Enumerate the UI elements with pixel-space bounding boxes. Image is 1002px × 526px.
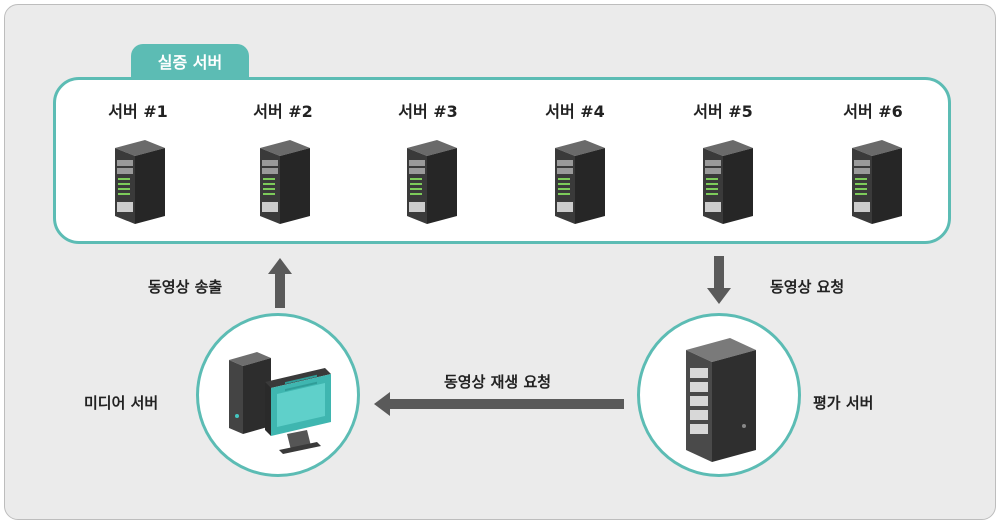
arrow-down-request: [707, 256, 731, 304]
group-title-tab: 실증 서버: [131, 44, 249, 78]
server-rack-icon: [115, 140, 165, 224]
media-server-node: [196, 313, 360, 477]
server-rack-icon: [407, 140, 457, 224]
video-request-label: 동영상 요청: [770, 278, 845, 296]
arrow-left-playback: [374, 392, 624, 416]
stream-out-label: 동영상 송출: [148, 278, 223, 296]
desktop-computer-icon: [229, 352, 331, 454]
arrow-up-stream: [268, 258, 292, 308]
playback-request-label: 동영상 재생 요청: [444, 373, 552, 391]
media-server-label: 미디어 서버: [84, 394, 159, 412]
server-4-label: 서버 #4: [545, 102, 605, 121]
server-3-label: 서버 #3: [398, 102, 458, 121]
server-rack-icon: [852, 140, 902, 224]
server-6-label: 서버 #6: [843, 102, 903, 121]
test-server-group: [53, 77, 951, 244]
eval-server-node: [637, 313, 801, 477]
server-rack-icon: [703, 140, 753, 224]
server-tower-icon: [686, 338, 756, 462]
server-rack-icon: [555, 140, 605, 224]
eval-server-label: 평가 서버: [813, 394, 874, 412]
server-2-label: 서버 #2: [253, 102, 313, 121]
server-rack-icon: [260, 140, 310, 224]
server-1-label: 서버 #1: [108, 102, 168, 121]
server-5-label: 서버 #5: [693, 102, 753, 121]
